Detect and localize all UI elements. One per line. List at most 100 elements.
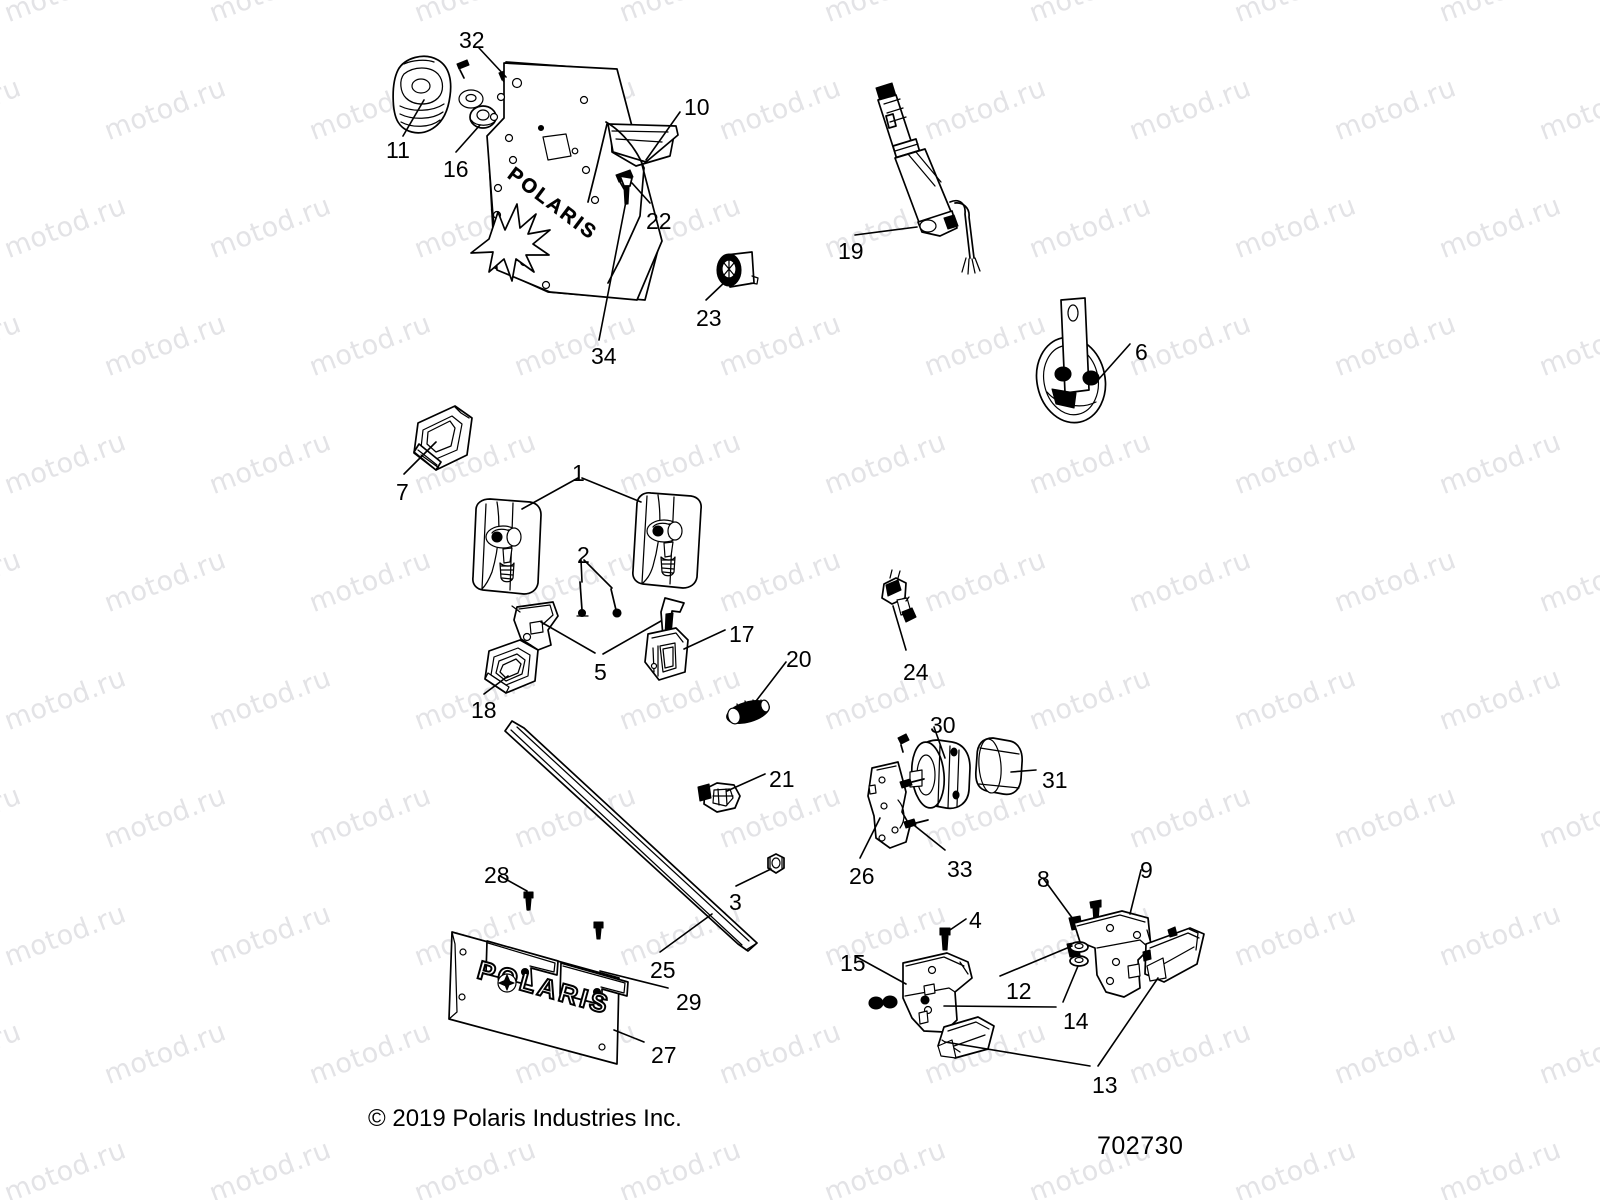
leader-32 bbox=[478, 47, 507, 78]
part-10-deflector bbox=[587, 121, 679, 284]
leader-1-right bbox=[581, 477, 642, 503]
part-13-accent-light-right bbox=[1142, 926, 1205, 983]
leader-2-a bbox=[580, 559, 583, 583]
callout-7-tail-light: 7 bbox=[396, 479, 409, 505]
callout-19-turn-signal-switch: 19 bbox=[838, 238, 864, 264]
leader-4 bbox=[946, 918, 967, 933]
callout-14-spacer: 14 bbox=[1063, 1008, 1089, 1034]
part-26-mount-bracket bbox=[867, 761, 911, 849]
leader-26 bbox=[859, 817, 881, 859]
leader-15 bbox=[854, 955, 907, 985]
part-27-license-plate-bracket: POLARIS bbox=[448, 931, 629, 1065]
leader-9 bbox=[1129, 869, 1142, 915]
leader-13-a bbox=[944, 1041, 1091, 1067]
part-17-socket-body bbox=[644, 627, 689, 681]
part-21-connector bbox=[697, 782, 741, 813]
callout-27-license-plate-bracket: 27 bbox=[651, 1042, 677, 1068]
callout-22-clip: 22 bbox=[646, 208, 672, 234]
callout-2-bulb: 2 bbox=[577, 542, 590, 568]
diagram-part-number: 702730 bbox=[1097, 1132, 1184, 1160]
leader-19 bbox=[854, 226, 918, 236]
leader-33 bbox=[914, 825, 946, 851]
callout-30-motor: 30 bbox=[930, 712, 956, 738]
part-6-horn bbox=[1035, 297, 1107, 424]
callout-24-switch: 24 bbox=[903, 659, 929, 685]
leader-27 bbox=[613, 1029, 645, 1043]
callout-3-nut: 3 bbox=[729, 889, 742, 915]
callout-9-right-bracket: 9 bbox=[1140, 857, 1153, 883]
part-2-bulb-b bbox=[610, 588, 622, 618]
leader-5-right bbox=[602, 620, 662, 655]
leader-16 bbox=[455, 124, 481, 153]
callout-34-rivet: 34 bbox=[591, 343, 617, 369]
callout-28-screw: 28 bbox=[484, 862, 510, 888]
copyright-notice: © 2019 Polaris Industries Inc. bbox=[368, 1105, 682, 1132]
part-1-headlamp-left bbox=[472, 498, 542, 595]
part-11-mirror-housing bbox=[392, 55, 452, 134]
callout-21-connector: 21 bbox=[769, 766, 795, 792]
callout-11-mirror-housing: 11 bbox=[386, 137, 410, 163]
callout-15-left-bracket: 15 bbox=[840, 950, 866, 976]
callout-6-horn: 6 bbox=[1135, 339, 1148, 365]
callout-29-screw: 29 bbox=[676, 989, 702, 1015]
leader-13-b bbox=[1097, 977, 1159, 1067]
callout-1-headlamp-assembly: 1 bbox=[572, 460, 585, 486]
part-23-buzzer bbox=[716, 251, 759, 288]
leader-8 bbox=[1042, 877, 1074, 920]
part-14-spacer-a bbox=[1069, 941, 1089, 953]
callout-10-deflector-panel: 10 bbox=[684, 94, 710, 120]
leader-14-b bbox=[1062, 965, 1079, 1003]
part-33-screw-a bbox=[897, 733, 910, 753]
part-33-screw-b bbox=[899, 778, 925, 789]
part-25-trim-strip bbox=[504, 720, 758, 952]
part-7-tail-light bbox=[413, 405, 473, 471]
part-5-bracket bbox=[511, 601, 559, 653]
part-9-right-bracket bbox=[1073, 910, 1152, 998]
leader-7 bbox=[403, 441, 437, 475]
callout-5-bracket: 5 bbox=[594, 659, 607, 685]
leader-5-left bbox=[540, 621, 596, 654]
leader-6 bbox=[1097, 343, 1131, 381]
part-30-motor bbox=[909, 739, 971, 810]
leader-2-b bbox=[583, 559, 613, 589]
leader-28 bbox=[499, 875, 528, 892]
leader-12 bbox=[999, 945, 1073, 977]
leader-24 bbox=[892, 605, 907, 651]
part-33-screw-c bbox=[903, 818, 929, 829]
leader-11 bbox=[402, 99, 425, 137]
leader-17 bbox=[683, 629, 726, 650]
part-28-screw bbox=[523, 891, 534, 911]
callout-32-screw: 32 bbox=[459, 27, 485, 53]
leader-34 bbox=[598, 195, 628, 341]
part-4-screw bbox=[939, 927, 951, 951]
callout-18-marker-light: 18 bbox=[471, 697, 497, 723]
leader-25 bbox=[659, 913, 713, 953]
leader-29 bbox=[599, 970, 669, 989]
callout-20-wire-clamp: 20 bbox=[786, 646, 812, 672]
part-24-switch bbox=[881, 569, 917, 623]
part-19-turn-signal-switch bbox=[875, 82, 981, 275]
callout-25-trim-strip: 25 bbox=[650, 957, 676, 983]
callout-13-accent-light-right: 13 bbox=[1092, 1072, 1118, 1098]
callout-33-screw: 33 bbox=[947, 856, 973, 882]
leader-30 bbox=[933, 726, 946, 759]
leader-31 bbox=[1010, 769, 1037, 773]
leader-22 bbox=[631, 182, 651, 204]
part-29-screw bbox=[593, 921, 604, 940]
part-screw-small-a bbox=[456, 59, 470, 79]
leader-18 bbox=[483, 675, 509, 695]
part-31-cap-ring bbox=[974, 737, 1023, 796]
callout-17-light-socket: 17 bbox=[729, 621, 755, 647]
callout-26-mount-bracket: 26 bbox=[849, 863, 875, 889]
leader-14-a bbox=[943, 1005, 1057, 1008]
leader-10 bbox=[645, 111, 681, 161]
part-15-left-bracket bbox=[868, 952, 973, 1033]
leader-21 bbox=[726, 773, 766, 792]
part-1-headlamp-right bbox=[632, 492, 702, 589]
callout-8-nut-insert: 8 bbox=[1037, 866, 1050, 892]
part-14-spacer-b bbox=[1069, 955, 1089, 967]
callout-12-accent-light-left: 12 bbox=[1006, 978, 1032, 1004]
callout-31-cap-ring: 31 bbox=[1042, 767, 1068, 793]
